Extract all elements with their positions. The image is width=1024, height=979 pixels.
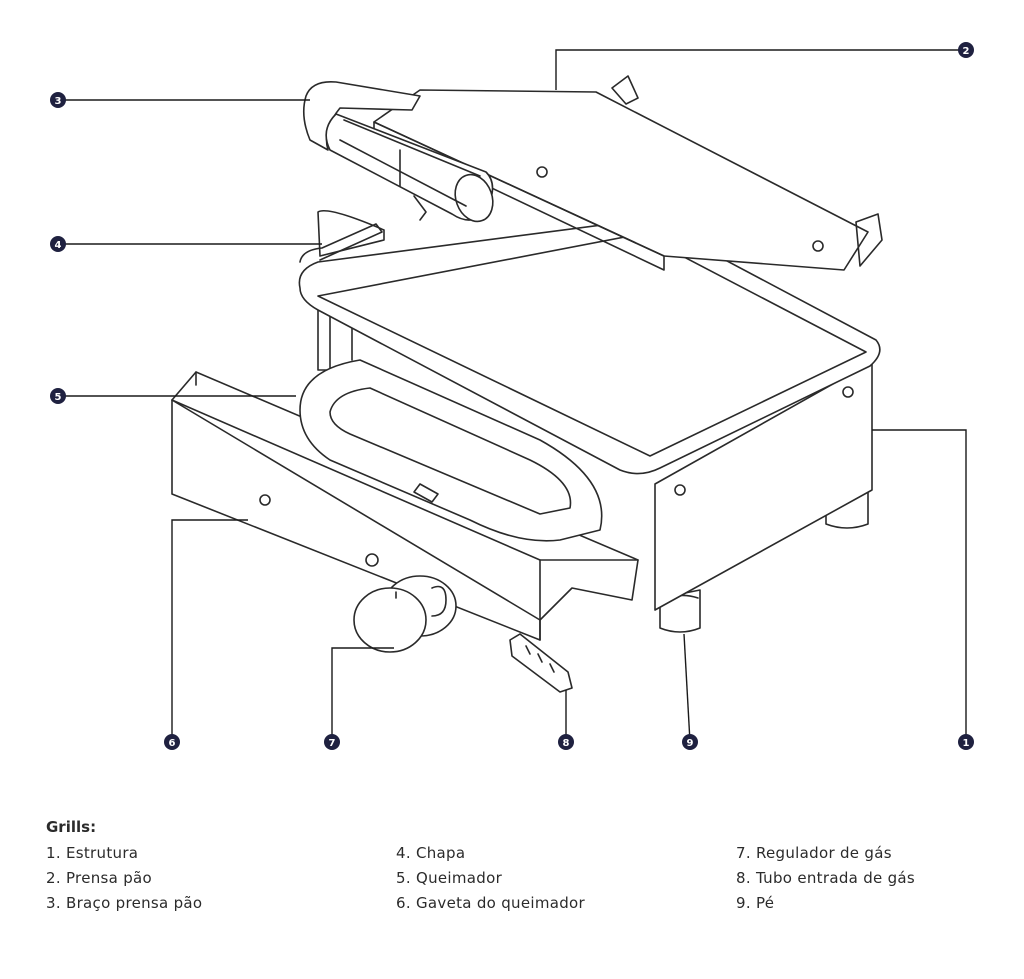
callout-2: 2 bbox=[958, 42, 974, 58]
legend-title: Grills: bbox=[46, 818, 97, 836]
callout-7: 7 bbox=[324, 734, 340, 750]
legend-item-2: 2. Prensa pão bbox=[46, 869, 152, 887]
callout-6: 6 bbox=[164, 734, 180, 750]
legend-item-4: 4. Chapa bbox=[396, 844, 466, 862]
body-screw bbox=[842, 386, 854, 398]
callout-9: 9 bbox=[682, 734, 698, 750]
svg-text:2: 2 bbox=[963, 46, 970, 57]
parts-legend: Grills: 1. Estrutura 4. Chapa 7. Regulad… bbox=[46, 818, 1006, 912]
svg-text:4: 4 bbox=[55, 240, 62, 251]
legend-item-7: 7. Regulador de gás bbox=[736, 844, 892, 862]
body-screw bbox=[674, 484, 686, 496]
burner bbox=[299, 359, 603, 542]
svg-text:1: 1 bbox=[963, 738, 970, 749]
svg-text:5: 5 bbox=[55, 392, 62, 403]
legend-item-1: 1. Estrutura bbox=[46, 844, 139, 862]
svg-text:9: 9 bbox=[687, 738, 694, 749]
rear-post bbox=[317, 299, 331, 371]
leader-line-1 bbox=[872, 429, 967, 742]
leader-line-7 bbox=[331, 647, 394, 742]
bread-press-hinge bbox=[611, 75, 639, 105]
legend-item-5: 5. Queimador bbox=[396, 869, 503, 887]
legend-grid: 1. Estrutura 4. Chapa 7. Regulador de gá… bbox=[46, 844, 1006, 912]
legend-item-6: 6. Gaveta do queimador bbox=[396, 894, 586, 912]
bread-press-hinge bbox=[855, 213, 883, 267]
body-right-side bbox=[654, 361, 873, 611]
lid-screw bbox=[536, 166, 548, 178]
svg-text:6: 6 bbox=[169, 738, 176, 749]
gas-inlet-tube bbox=[509, 633, 573, 693]
lid-frame bbox=[299, 223, 383, 263]
gas-regulator-knob bbox=[353, 575, 457, 653]
svg-text:3: 3 bbox=[55, 96, 62, 107]
leader-line-2 bbox=[555, 49, 966, 90]
leader-line-9 bbox=[683, 633, 691, 743]
legend-item-8: 8. Tubo entrada de gás bbox=[736, 869, 916, 887]
press-arm bbox=[302, 80, 494, 223]
cooking-plate-inner bbox=[317, 233, 867, 457]
leader-line-6 bbox=[171, 519, 248, 742]
lid-screw bbox=[812, 240, 824, 252]
legend-item-9: 9. Pé bbox=[736, 894, 775, 912]
callout-3: 3 bbox=[50, 92, 66, 108]
grill-diagram: 1 2 3 4 5 6 7 8 9 bbox=[50, 42, 974, 750]
plate-grill-back bbox=[317, 210, 385, 257]
callout-1: 1 bbox=[958, 734, 974, 750]
callout-8: 8 bbox=[558, 734, 574, 750]
burner-drawer bbox=[171, 371, 639, 641]
svg-text:8: 8 bbox=[563, 738, 570, 749]
legend-item-3: 3. Braço prensa pão bbox=[46, 894, 203, 912]
callout-5: 5 bbox=[50, 388, 66, 404]
svg-text:7: 7 bbox=[329, 738, 336, 749]
callout-4: 4 bbox=[50, 236, 66, 252]
